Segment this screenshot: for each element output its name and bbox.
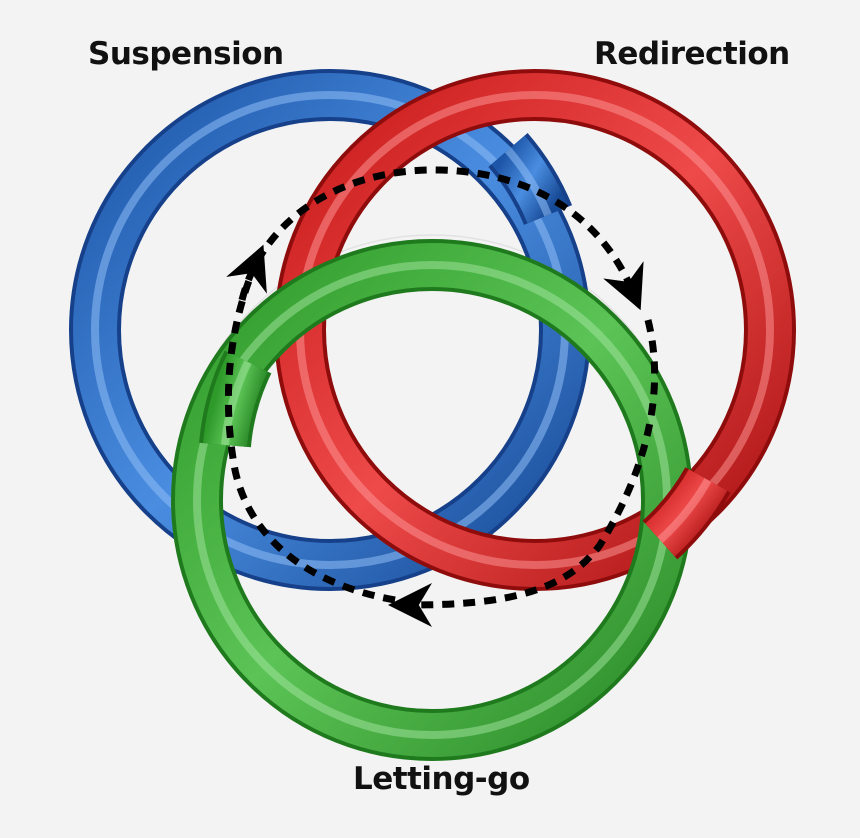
cycle-arrows (224, 166, 659, 627)
cycle-arc-top (238, 166, 644, 311)
green-ring (171, 239, 693, 761)
cycle-arc-left (224, 244, 396, 604)
label-letting-go: Letting-go (353, 761, 530, 797)
cycle-arc-right (388, 319, 659, 627)
blue-over-red-crossing (488, 132, 573, 226)
label-suspension: Suspension (88, 36, 284, 72)
green-over-blue-crossing (199, 350, 272, 448)
label-redirection: Redirection (594, 36, 790, 72)
red-over-green-crossing (642, 466, 731, 560)
